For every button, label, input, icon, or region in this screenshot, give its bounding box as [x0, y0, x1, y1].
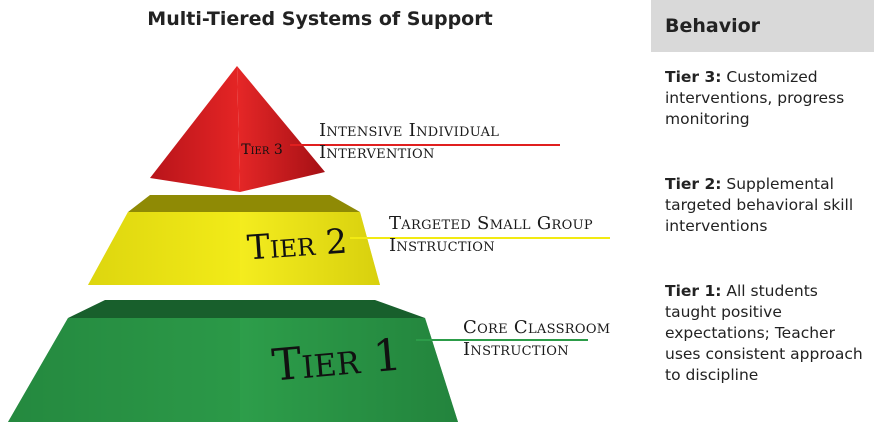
tier3-callout-line1: Intensive Individual: [319, 120, 500, 141]
behavior-tier2-name: Tier 2:: [665, 175, 722, 193]
behavior-tier3-text: Customized interventions, progress monit…: [665, 68, 845, 128]
behavior-tier2-text: Supplemental targeted behavioral skill i…: [665, 175, 854, 235]
tier3-right-face: [237, 66, 325, 192]
tier2-callout-line1: Targeted Small Group: [389, 213, 593, 234]
behavior-tier1-text: All students taught positive expectation…: [665, 282, 863, 384]
diagram-title: Multi-Tiered Systems of Support: [147, 8, 493, 30]
tier3-callout: Intensive Individual Intervention: [319, 120, 499, 164]
tier1-front-face: [8, 318, 458, 422]
behavior-tier1-name: Tier 1:: [665, 282, 722, 300]
tier2-front-face: [88, 212, 380, 285]
tier2-top-face: [128, 195, 360, 212]
tier1-top-face: [68, 300, 425, 318]
tier3-block: [150, 66, 325, 192]
tier1-callout-line1: Core Classroom: [463, 317, 611, 338]
tier1-callout-line: [416, 339, 588, 341]
tier1-block: [8, 300, 458, 422]
tier1-label: Tier 1: [270, 330, 403, 392]
mtss-pyramid: Tier 3 Tier 2 Tier 1: [8, 66, 458, 422]
behavior-tier3: Tier 3: Customized interventions, progre…: [665, 67, 871, 130]
tier2-callout: Targeted Small Group Instruction: [389, 213, 593, 257]
tier3-callout-line2: Intervention: [319, 142, 435, 163]
behavior-heading: Behavior: [651, 0, 874, 52]
tier2-label: Tier 2: [246, 222, 349, 269]
tier3-label: Tier 3: [241, 142, 282, 158]
tier3-left-face: [150, 66, 240, 192]
behavior-tier3-name: Tier 3:: [665, 68, 722, 86]
tier3-callout-line: [290, 144, 560, 146]
tier2-block: [88, 195, 380, 285]
tier2-callout-line: [350, 237, 610, 239]
tier2-callout-line2: Instruction: [389, 235, 495, 256]
behavior-tier2: Tier 2: Supplemental targeted behavioral…: [665, 174, 871, 237]
behavior-tier1: Tier 1: All students taught positive exp…: [665, 281, 871, 386]
tier1-callout-line2: Instruction: [463, 339, 569, 360]
tier1-callout: Core Classroom Instruction: [463, 317, 610, 361]
